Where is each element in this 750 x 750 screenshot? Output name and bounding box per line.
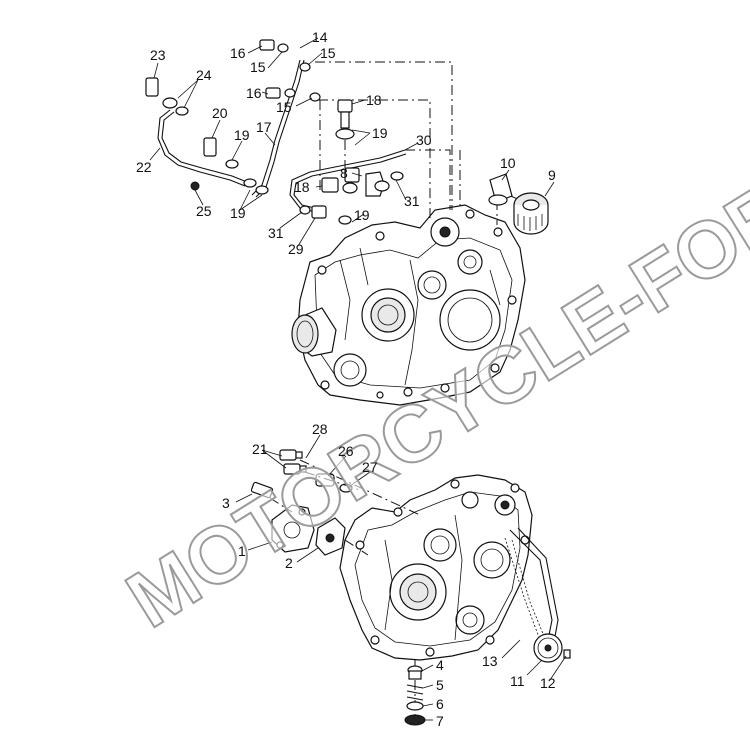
callout-31-a: 31	[404, 193, 420, 209]
callout-26: 26	[338, 443, 354, 459]
callout-17: 17	[256, 119, 272, 135]
callout-24: 24	[196, 67, 212, 83]
callout-19-d: 19	[354, 207, 370, 223]
oil-pump-chain-drive	[504, 527, 571, 663]
leader-lines	[149, 37, 567, 721]
lower-crankcase	[339, 474, 533, 661]
callout-30: 30	[416, 132, 432, 148]
callout-6: 6	[436, 696, 444, 712]
callout-7: 7	[436, 713, 444, 729]
callout-4: 4	[436, 657, 444, 673]
callout-1: 1	[238, 543, 246, 559]
upper-crankcase	[291, 204, 526, 406]
callout-19-a: 19	[234, 127, 250, 143]
callout-8: 8	[340, 165, 348, 181]
callout-20: 20	[212, 105, 228, 121]
oil-pipe-assembly	[145, 39, 407, 225]
callout-21: 21	[252, 441, 268, 457]
callout-15-a: 15	[250, 59, 266, 75]
callout-15-c: 15	[276, 99, 292, 115]
callout-22: 22	[136, 159, 152, 175]
callout-19-b: 19	[230, 205, 246, 221]
callout-18-b: 18	[294, 179, 310, 195]
callout-27: 27	[362, 459, 378, 475]
callout-25: 25	[196, 203, 212, 219]
callout-16-a: 16	[230, 45, 246, 61]
callout-3: 3	[222, 495, 230, 511]
oil-strainer-parts	[404, 665, 426, 726]
callout-29: 29	[288, 241, 304, 257]
callout-15-b: 15	[320, 45, 336, 61]
callout-10: 10	[500, 155, 516, 171]
callout-13: 13	[482, 653, 498, 669]
callout-23: 23	[150, 47, 166, 63]
callout-31-b: 31	[268, 225, 284, 241]
oil-pump-assembly	[250, 481, 346, 556]
callout-18-a: 18	[366, 92, 382, 108]
callout-5: 5	[436, 677, 444, 693]
callout-9: 9	[548, 167, 556, 183]
callout-12: 12	[540, 675, 556, 691]
callout-19-c: 19	[372, 125, 388, 141]
callout-16-b: 16	[246, 85, 262, 101]
callout-14: 14	[312, 29, 328, 45]
callout-28: 28	[312, 421, 328, 437]
oil-filter-cartridge-and-dowel	[488, 173, 549, 235]
callout-11: 11	[510, 673, 525, 689]
callout-2: 2	[285, 555, 293, 571]
callout-labels: 23 24 22 25 20 19 19 17 16 15 14 15 16 1…	[136, 29, 556, 729]
